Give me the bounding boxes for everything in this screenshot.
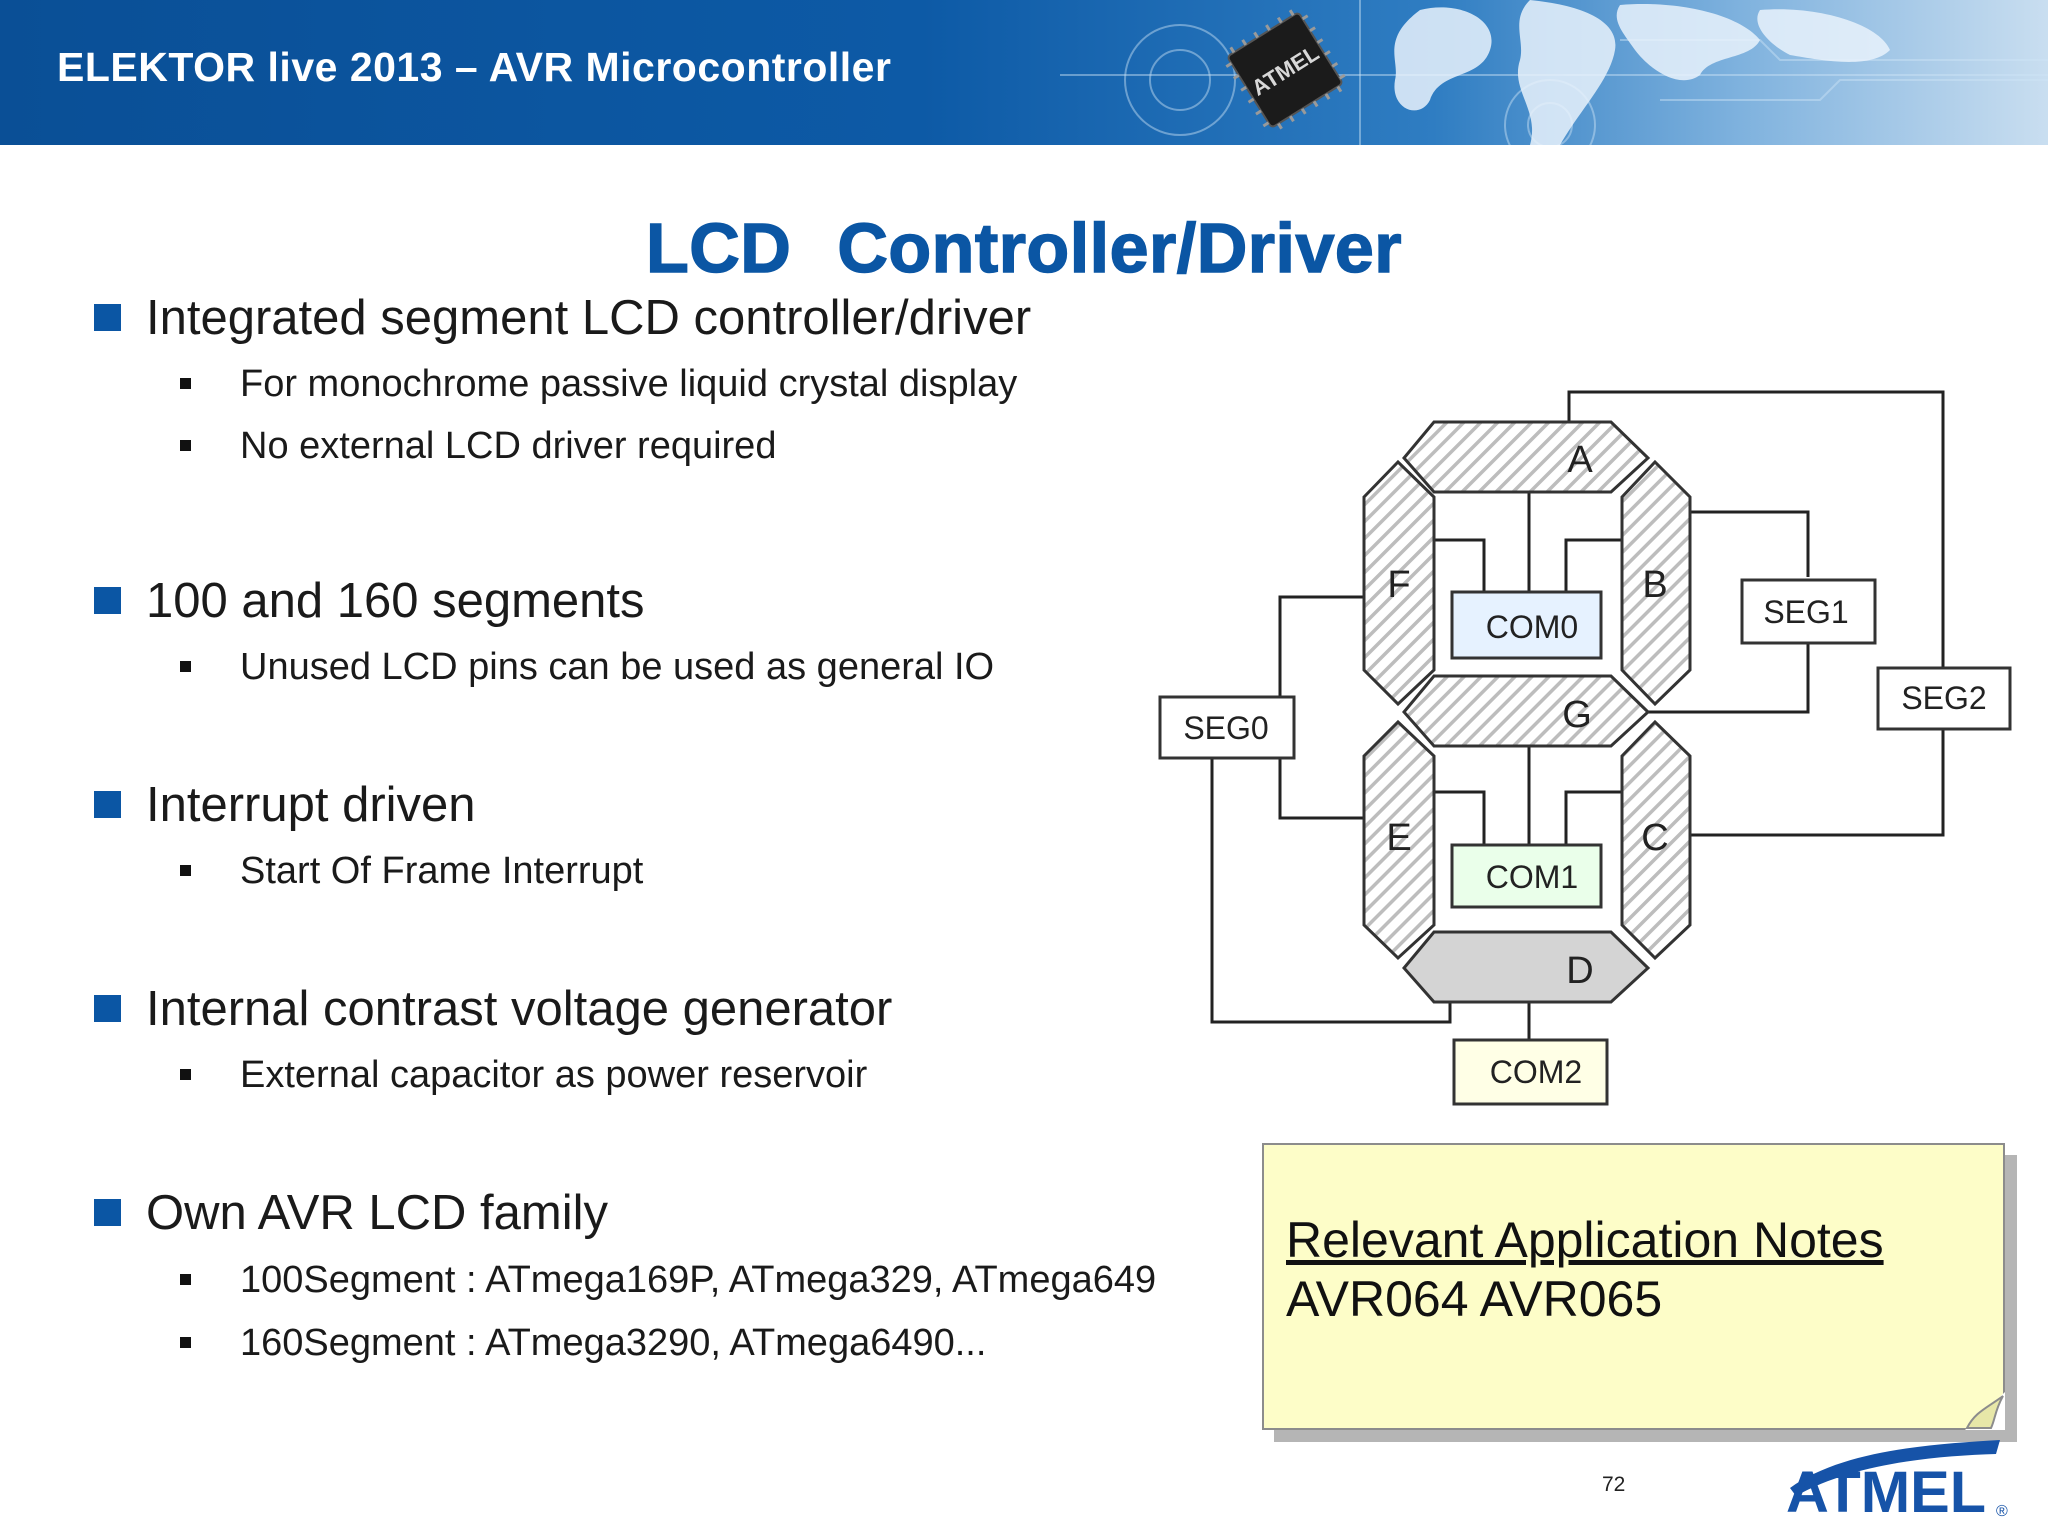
connection-wires xyxy=(1210,390,1945,1040)
seg2-box xyxy=(1876,666,2012,731)
segment-b xyxy=(1620,459,1692,707)
seg1-label: SEG1 xyxy=(1763,594,1848,630)
banner-artwork: ATMEL xyxy=(1060,0,2048,145)
segment-e xyxy=(1362,719,1436,961)
bullet-text: Own AVR LCD family xyxy=(146,1186,608,1240)
bullet-sub-text: 160Segment : ATmega3290, ATmega6490... xyxy=(240,1322,987,1364)
bullet-sub-text: Start Of Frame Interrupt xyxy=(240,850,644,892)
square-bullet-icon xyxy=(94,995,121,1022)
square-bullet-icon xyxy=(94,791,121,818)
segment-label-c: C xyxy=(1641,817,1668,859)
application-notes-list: AVR064 AVR065 xyxy=(1286,1271,1663,1327)
atmel-logo: ATMEL ® xyxy=(1786,1440,2008,1520)
registered-mark: ® xyxy=(1996,1503,2008,1520)
small-square-bullet-icon xyxy=(180,440,191,451)
bullet-sub-text: Unused LCD pins can be used as general I… xyxy=(240,646,995,688)
com1-box xyxy=(1450,843,1603,909)
presentation-title: ELEKTOR live 2013 – AVR Microcontroller xyxy=(57,44,892,90)
atmel-logo-text: ATMEL xyxy=(1786,1460,1986,1520)
segment-label-g: G xyxy=(1562,694,1592,736)
com0-box xyxy=(1450,590,1603,660)
bullet-sub-text: For monochrome passive liquid crystal di… xyxy=(240,363,1018,405)
slide-title: LCD Controller/Driver xyxy=(0,208,2048,288)
square-bullet-icon xyxy=(94,304,121,331)
slide-title-part2: Controller/Driver xyxy=(837,208,1403,288)
segment-shapes xyxy=(1362,420,1692,1004)
segment-g xyxy=(1402,674,1651,748)
small-square-bullet-icon xyxy=(180,1069,191,1080)
bullet-sub-text: External capacitor as power reservoir xyxy=(240,1054,868,1096)
page-curl-icon xyxy=(1965,1392,2005,1430)
com2-box xyxy=(1452,1038,1609,1106)
bullet-text: Internal contrast voltage generator xyxy=(146,982,893,1036)
segment-label-e: E xyxy=(1386,817,1411,859)
small-square-bullet-icon xyxy=(180,378,191,389)
page-number: 72 xyxy=(1602,1473,1626,1496)
segment-label-a: A xyxy=(1567,439,1593,481)
slide-title-part1: LCD xyxy=(645,208,792,288)
seg0-box xyxy=(1158,695,1296,760)
header-banner: ATMEL ELEKTOR live 2013 – AVR Microcontr… xyxy=(0,0,2048,145)
application-notes-heading: Relevant Application Notes xyxy=(1286,1212,1884,1268)
segment-f xyxy=(1362,459,1436,707)
segment-label-f: F xyxy=(1387,564,1410,606)
bullet-text: Interrupt driven xyxy=(146,778,476,832)
seg1-box xyxy=(1740,578,1877,645)
seg0-label: SEG0 xyxy=(1183,710,1268,746)
segment-d xyxy=(1402,930,1651,1004)
atmel-chip-graphic: ATMEL xyxy=(1225,9,1346,130)
com0-label: COM0 xyxy=(1486,609,1578,645)
segment-a xyxy=(1402,420,1651,494)
seven-segment-diagram: A B C D E F G COM0 COM1 COM2 SEG0 SEG1 S… xyxy=(1158,390,2012,1106)
square-bullet-icon xyxy=(94,587,121,614)
bullet-sub-text: No external LCD driver required xyxy=(240,425,777,467)
square-bullet-icon xyxy=(94,1199,121,1226)
segment-c xyxy=(1620,719,1692,961)
bullet-sub-text: 100Segment : ATmega169P, ATmega329, ATme… xyxy=(240,1259,1157,1301)
small-square-bullet-icon xyxy=(180,865,191,876)
bullet-text: Integrated segment LCD controller/driver xyxy=(146,291,1032,345)
small-square-bullet-icon xyxy=(180,1274,191,1285)
segment-label-d: D xyxy=(1566,950,1593,992)
small-square-bullet-icon xyxy=(180,661,191,672)
bullet-text: 100 and 160 segments xyxy=(146,574,645,628)
segment-label-b: B xyxy=(1642,564,1667,606)
application-notes-callout: Relevant Application Notes AVR064 AVR065 xyxy=(1262,1143,2005,1430)
seg2-label: SEG2 xyxy=(1901,680,1986,716)
com2-label: COM2 xyxy=(1490,1054,1582,1090)
small-square-bullet-icon xyxy=(180,1337,191,1348)
com1-label: COM1 xyxy=(1486,859,1578,895)
